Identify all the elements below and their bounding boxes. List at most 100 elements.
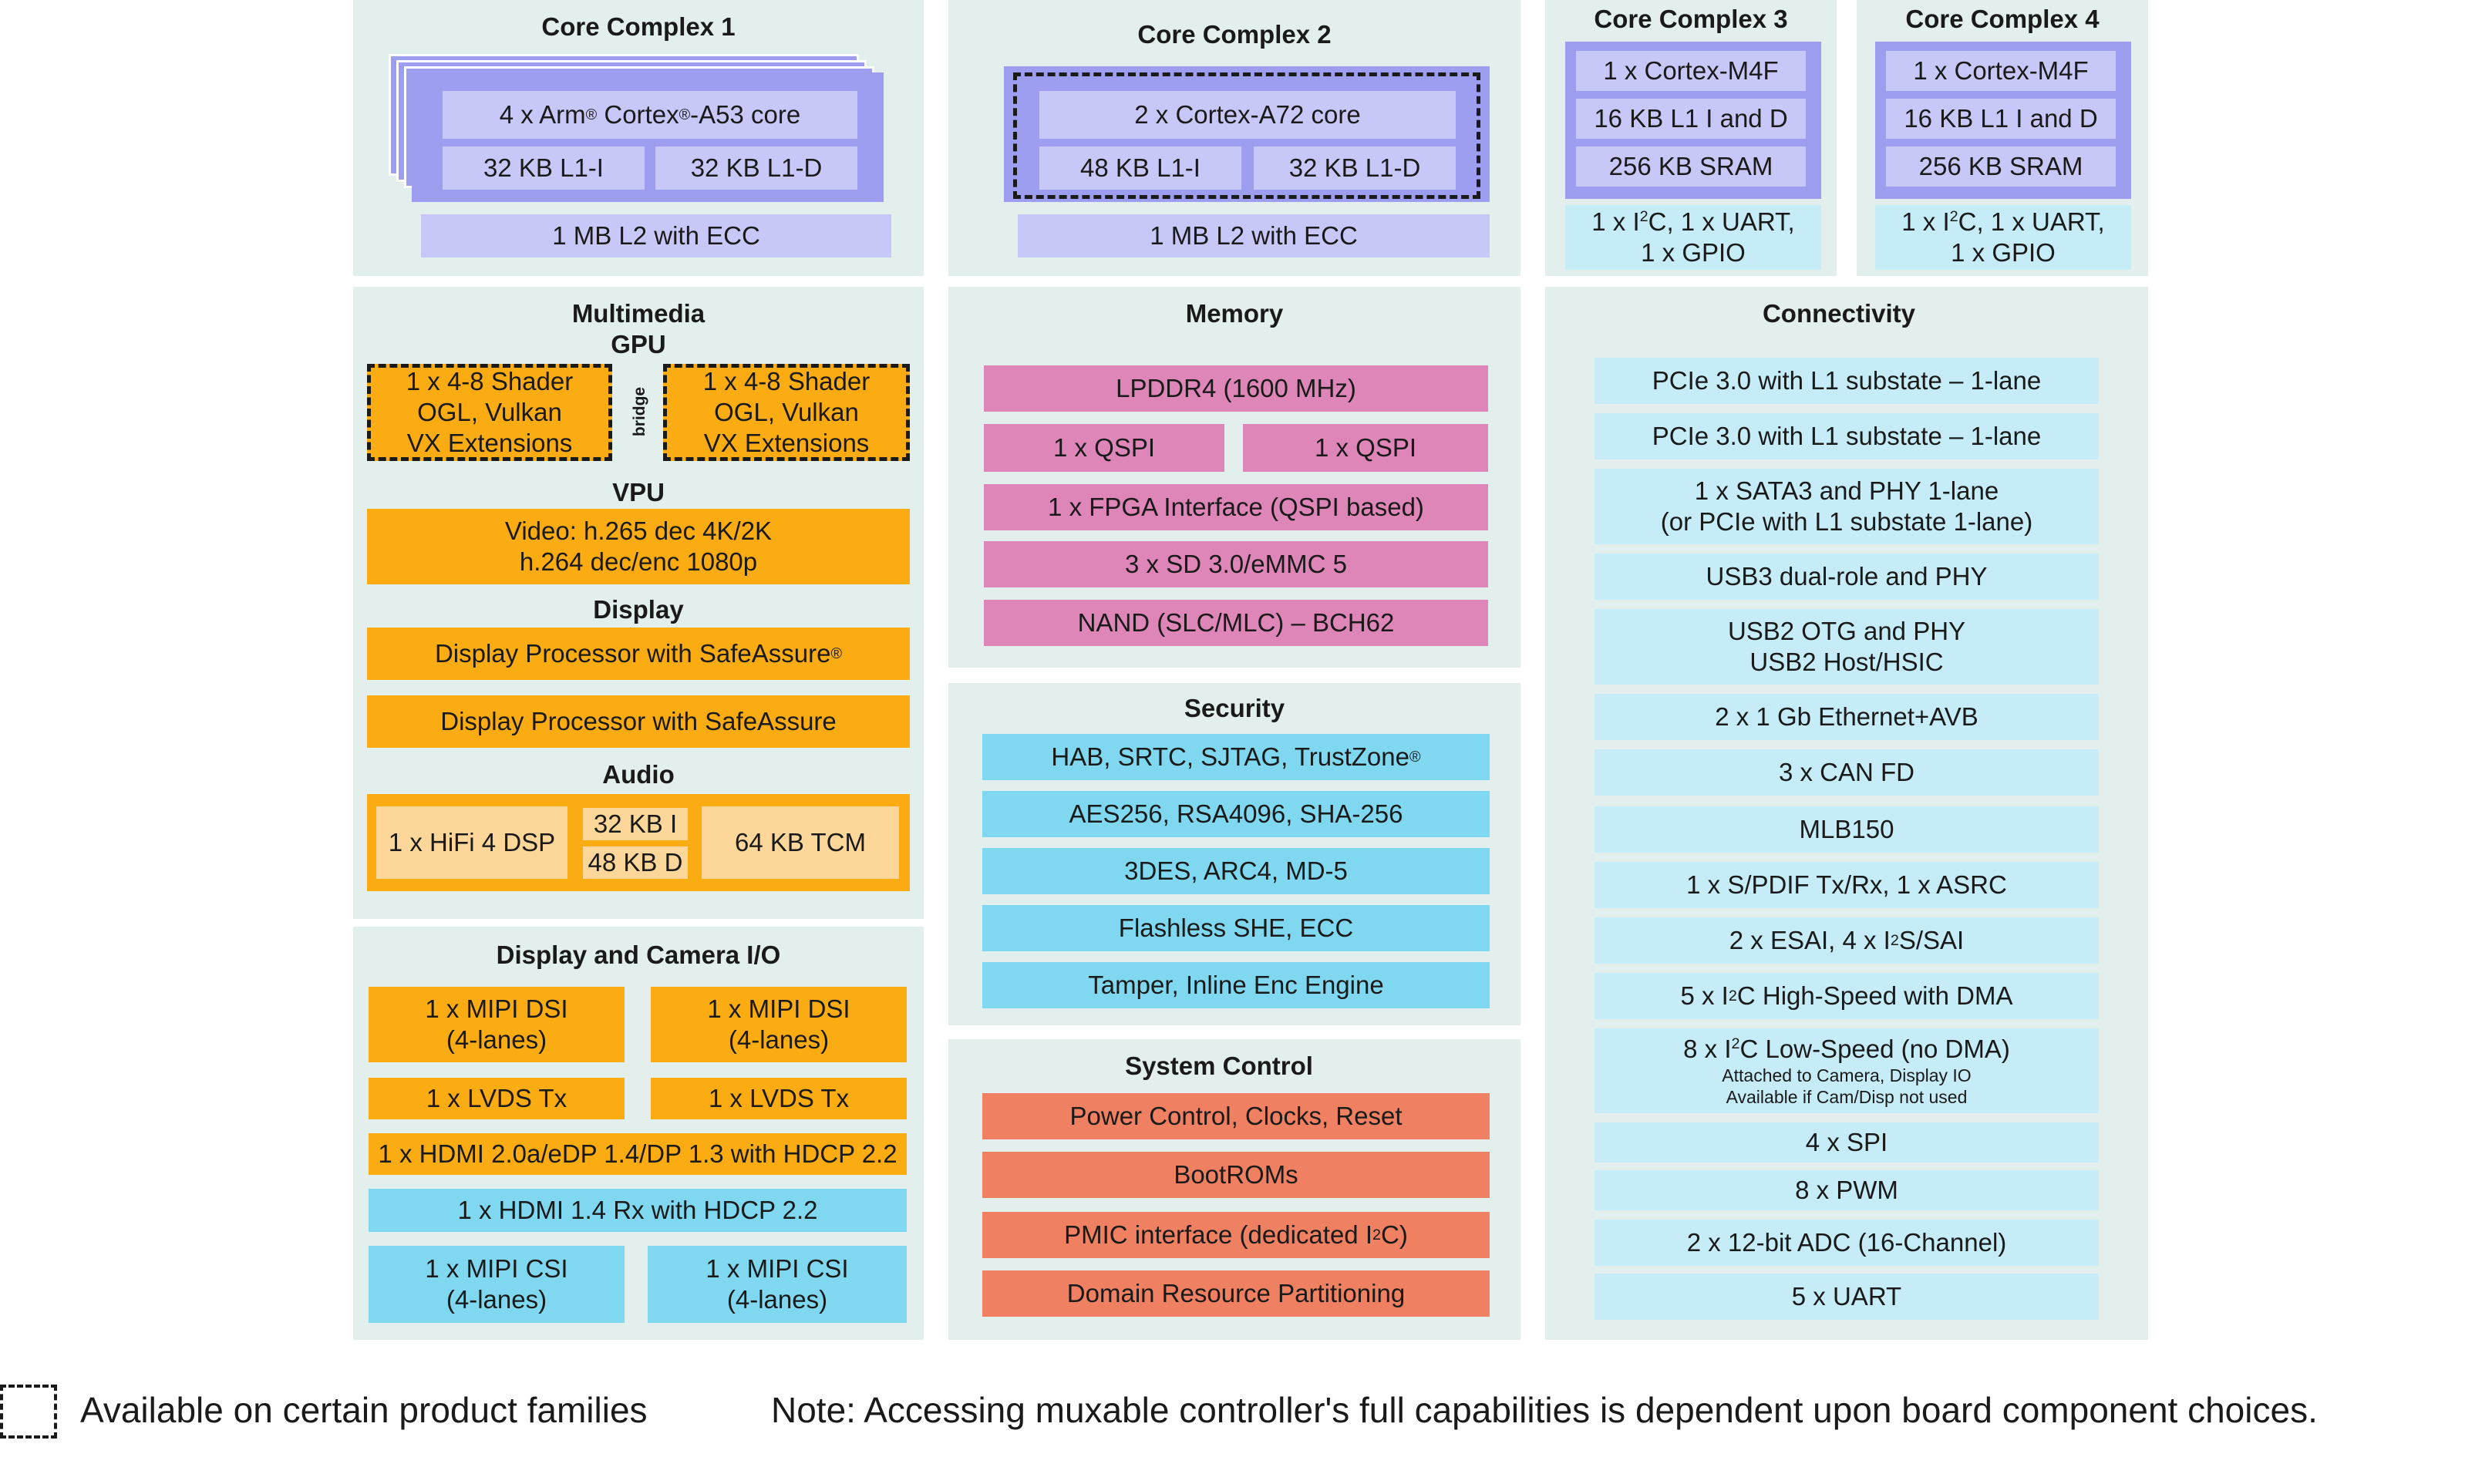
mipi-dsi-line: 1 x MIPI DSI [707,994,850,1023]
system-control-panel: System Control Power Control, Clocks, Re… [948,1039,1520,1340]
qspi-right-box: 1 x QSPI [1243,424,1488,472]
security-item-hab: HAB, SRTC, SJTAG, TrustZone® [982,734,1490,780]
adc-box: 2 x 12-bit ADC (16-Channel) [1595,1220,2099,1266]
core-complex-1-panel: Core Complex 1 4 x Arm® Cortex®-A53 core… [353,0,924,276]
display-title: Display [593,595,684,624]
cc1-l1d-box: 32 KB L1-D [655,146,857,190]
pmic-post: C) [1381,1220,1408,1249]
qspi-left-box: 1 x QSPI [984,424,1224,472]
pwm-box: 8 x PWM [1595,1170,2099,1210]
i2c-ls-note: Attached to Camera, Display IO [1722,1065,1972,1085]
cc1-l2-box: 1 MB L2 with ECC [421,214,891,257]
cc3-io-post: C, 1 x UART, [1648,207,1795,236]
memory-panel: Memory LPDDR4 (1600 MHz) 1 x QSPI 1 x QS… [948,287,1520,668]
multimedia-panel: Multimedia GPU 1 x 4-8 Shader OGL, Vulka… [353,287,924,919]
gpu-left-box: 1 x 4-8 Shader OGL, Vulkan VX Extensions [367,364,612,461]
fpga-interface-box: 1 x FPGA Interface (QSPI based) [984,484,1488,530]
connectivity-panel: Connectivity PCIe 3.0 with L1 substate –… [1545,287,2148,1340]
usb2-line: USB2 Host/HSIC [1749,648,1944,676]
audio-title: Audio [602,760,675,789]
a53-core-mid: Cortex [604,100,679,129]
cc4-io-line2: 1 x GPIO [1951,238,2056,267]
a53-core-post: -A53 core [690,100,801,129]
mipi-csi-line: (4-lanes) [726,1285,828,1314]
cc3-io-pre: 1 x I [1591,207,1640,236]
cc4-io-pre: 1 x I [1901,207,1950,236]
mipi-dsi-right: 1 x MIPI DSI (4-lanes) [651,987,907,1062]
mipi-csi-line: (4-lanes) [446,1285,547,1314]
mipi-dsi-left: 1 x MIPI DSI (4-lanes) [369,987,625,1062]
cc2-l2-box: 1 MB L2 with ECC [1018,214,1490,257]
cc3-cache-box: 16 KB L1 I and D [1576,99,1806,139]
usb2-line: USB2 OTG and PHY [1727,617,1966,645]
hdmi-tx-box: 1 x HDMI 2.0a/eDP 1.4/DP 1.3 with HDCP 2… [369,1133,907,1175]
optional-dashed-outline [1013,72,1480,199]
security-item-she: Flashless SHE, ECC [982,905,1490,951]
gpu-line: VX Extensions [703,429,870,457]
mipi-dsi-line: 1 x MIPI DSI [425,994,568,1023]
core-complex-2-panel: Core Complex 2 2 x Cortex-A72 core 48 KB… [948,0,1520,276]
superscript-2: 2 [1639,208,1648,225]
i2c-hs-post: C High-Speed with DMA [1736,981,2013,1010]
dashed-legend-icon [0,1385,57,1439]
sata-line: (or PCIe with L1 substate 1-lane) [1660,507,2033,536]
mlb150-box: MLB150 [1595,806,2099,853]
core-complex-4-title: Core Complex 4 [1905,5,2100,33]
hdmi-rx-box: 1 x HDMI 1.4 Rx with HDCP 2.2 [369,1189,907,1232]
cc4-sram-box: 256 KB SRAM [1886,146,2116,187]
pcie-2-box: PCIe 3.0 with L1 substate – 1-lane [1595,413,2099,459]
display-processor-1-label: Display Processor with SafeAssure [434,639,831,668]
mipi-csi-right: 1 x MIPI CSI (4-lanes) [648,1246,907,1323]
security-item-tamper: Tamper, Inline Enc Engine [982,962,1490,1008]
cc4-cache-box: 16 KB L1 I and D [1886,99,2116,139]
a53-core-box: 4 x Arm® Cortex®-A53 core [443,91,857,139]
multimedia-title: Multimedia [571,299,706,328]
ethernet-box: 2 x 1 Gb Ethernet+AVB [1595,694,2099,740]
vpu-line: h.264 dec/enc 1080p [519,547,758,576]
superscript-2: 2 [1949,208,1958,225]
a53-core-pre: 4 x Arm [499,100,586,129]
gpu-line: VX Extensions [406,429,573,457]
core-complex-1-title: Core Complex 1 [541,12,736,41]
i2c-ls-pre: 8 x I [1683,1035,1732,1063]
i2c-low-speed-box: 8 x I2C Low-Speed (no DMA) Attached to C… [1595,1028,2099,1113]
spdif-box: 1 x S/PDIF Tx/Rx, 1 x ASRC [1595,862,2099,908]
legend-available-text: Available on certain product families [80,1390,648,1430]
core-complex-4-panel: Core Complex 4 1 x Cortex-M4F 16 KB L1 I… [1857,0,2148,276]
a72-core-box: 2 x Cortex-A72 core [1039,91,1456,139]
security-item-3des: 3DES, ARC4, MD-5 [982,848,1490,894]
esai-post: S/SAI [1898,926,1965,954]
cc3-io-box: 1 x I2C, 1 x UART, 1 x GPIO [1565,205,1821,270]
hifi4-dsp-box: 1 x HiFi 4 DSP [376,806,567,879]
gpu-line: OGL, Vulkan [417,398,562,426]
mipi-dsi-line: (4-lanes) [728,1025,830,1054]
security-panel: Security HAB, SRTC, SJTAG, TrustZone® AE… [948,683,1520,1025]
memory-title: Memory [1185,299,1284,328]
core-complex-2-title: Core Complex 2 [1137,20,1332,49]
mipi-csi-left: 1 x MIPI CSI (4-lanes) [369,1246,625,1323]
lvds-tx-right: 1 x LVDS Tx [651,1078,907,1119]
display-camera-io-title: Display and Camera I/O [496,941,781,969]
audio-32kb-i-box: 32 KB I [583,808,688,840]
can-fd-box: 3 x CAN FD [1595,749,2099,796]
pcie-1-box: PCIe 3.0 with L1 substate – 1-lane [1595,358,2099,404]
vpu-box: Video: h.265 dec 4K/2K h.264 dec/enc 108… [367,509,910,584]
cc4-core-box: 1 x Cortex-M4F [1886,51,2116,91]
usb3-box: USB3 dual-role and PHY [1595,554,2099,600]
audio-48kb-d-box: 48 KB D [583,846,688,879]
cc4-io-post: C, 1 x UART, [1958,207,2105,236]
security-item-aes: AES256, RSA4096, SHA-256 [982,791,1490,837]
display-processor-2: Display Processor with SafeAssure [367,695,910,748]
spi-box: 4 x SPI [1595,1122,2099,1163]
cc3-sram-box: 256 KB SRAM [1576,146,1806,187]
gpu-line: OGL, Vulkan [714,398,859,426]
connectivity-title: Connectivity [1762,299,1916,328]
security-item-label: HAB, SRTC, SJTAG, TrustZone [1051,742,1409,771]
sata-box: 1 x SATA3 and PHY 1-lane (or PCIe with L… [1595,469,2099,544]
vpu-title: VPU [612,478,665,506]
sd-emmc-box: 3 x SD 3.0/eMMC 5 [984,541,1488,587]
bridge-label: bridge [631,386,648,437]
